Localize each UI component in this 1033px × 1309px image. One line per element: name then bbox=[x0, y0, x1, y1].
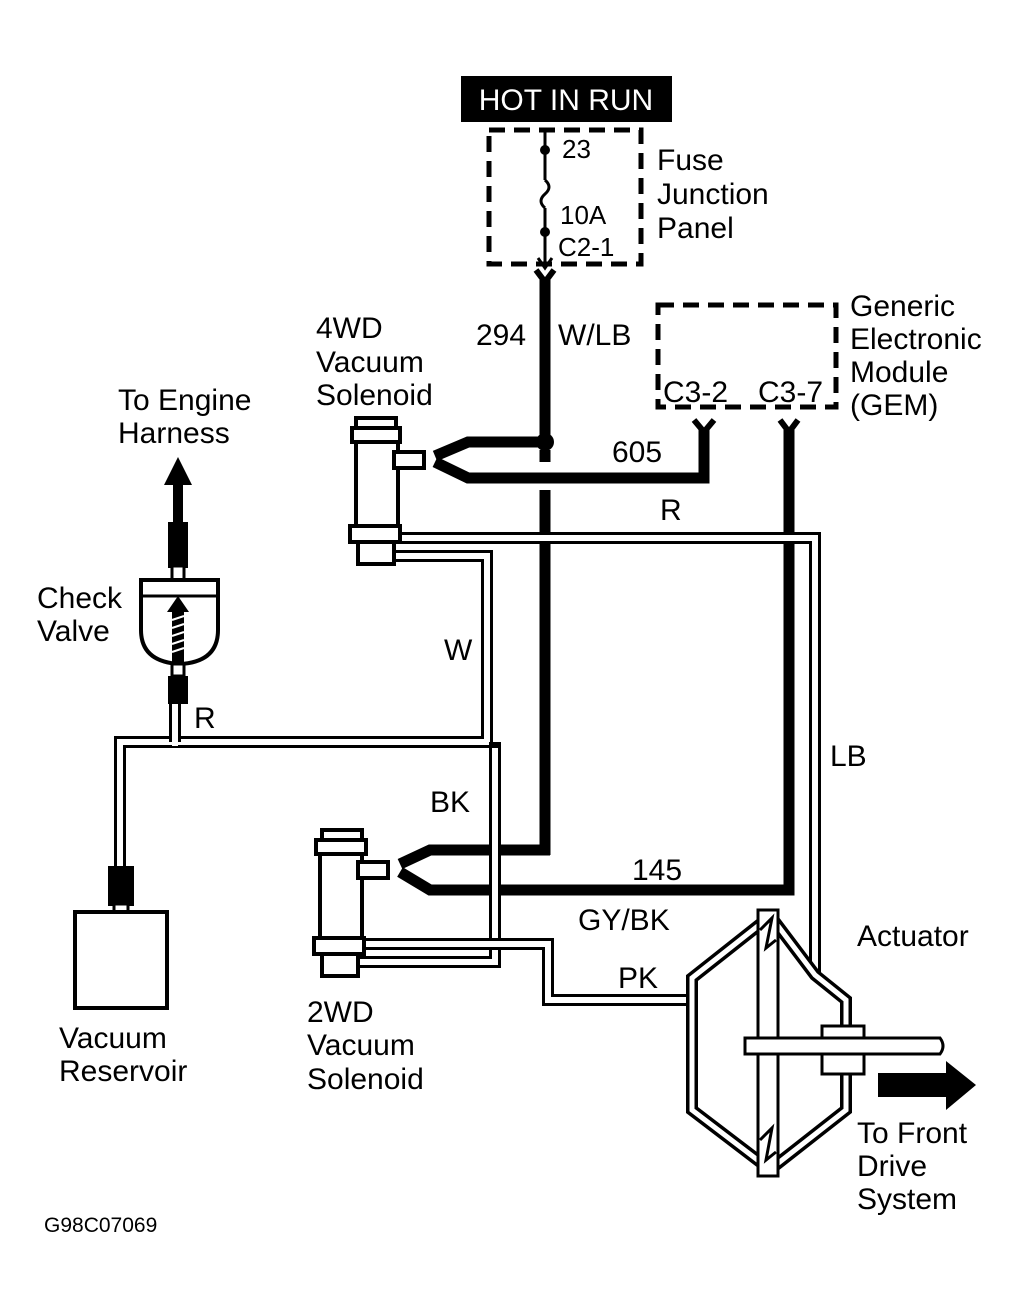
fuse-number: 23 bbox=[562, 134, 591, 164]
circuit-605-number: 605 bbox=[612, 436, 662, 469]
actuator-label: Actuator bbox=[857, 920, 969, 953]
reservoir-label-2: Reservoir bbox=[59, 1055, 187, 1088]
fuse-symbol bbox=[536, 130, 554, 271]
up-arrow-icon bbox=[164, 457, 192, 582]
gem-label-4: (GEM) bbox=[850, 389, 938, 422]
gem-module-box bbox=[655, 302, 839, 410]
engine-harness-label-1: To Engine bbox=[118, 384, 251, 417]
circuit-294-number: 294 bbox=[476, 319, 526, 352]
fuse-rating: 10A bbox=[560, 200, 607, 230]
gem-label-3: Module bbox=[850, 356, 948, 389]
hose-label-light-blue: LB bbox=[830, 740, 867, 773]
wire-2wd-b bbox=[397, 867, 500, 896]
splice-dot bbox=[536, 433, 554, 451]
hose-pink bbox=[360, 938, 692, 1006]
hose-label-black: BK bbox=[430, 786, 470, 819]
gem-label-2: Electronic bbox=[850, 323, 982, 356]
front-drive-label-2: Drive bbox=[857, 1150, 927, 1183]
solenoid-2wd-label-3: Solenoid bbox=[307, 1063, 424, 1096]
fuse-panel-label-1: Fuse bbox=[657, 144, 724, 177]
hose-label-white: W bbox=[444, 634, 473, 667]
hose-label-red-top: R bbox=[660, 494, 682, 527]
hose-white bbox=[114, 550, 493, 870]
fuse-panel-label-2: Junction bbox=[657, 178, 769, 211]
solenoid-2wd-label-2: Vacuum bbox=[307, 1029, 415, 1062]
vacuum-reservoir-icon bbox=[73, 866, 169, 1010]
circuit-145-color: GY/BK bbox=[578, 904, 670, 937]
front-drive-label-1: To Front bbox=[857, 1117, 968, 1150]
reservoir-label-1: Vacuum bbox=[59, 1022, 167, 1055]
fuse-connector: C2-1 bbox=[558, 232, 614, 262]
hose-red-top bbox=[395, 532, 821, 975]
wire-2wd-a bbox=[397, 844, 500, 869]
actuator-icon bbox=[686, 908, 945, 1178]
gem-pin-c3-7: C3-7 bbox=[758, 376, 823, 409]
hose-label-pink: PK bbox=[618, 962, 658, 995]
check-valve-label-2: Valve bbox=[37, 615, 110, 648]
gem-label-1: Generic bbox=[850, 290, 955, 323]
fuse-panel-label-3: Panel bbox=[657, 212, 734, 245]
figure-id: G98C07069 bbox=[44, 1214, 157, 1237]
hose-black bbox=[360, 742, 501, 968]
gem-pin-c3-2: C3-2 bbox=[663, 376, 728, 409]
solenoid-2wd-icon bbox=[312, 828, 390, 978]
circuit-294-color: W/LB bbox=[558, 319, 631, 352]
fuse-junction-panel-box bbox=[486, 127, 644, 267]
engine-harness-label-2: Harness bbox=[118, 417, 230, 450]
wire-294-to-4wd bbox=[432, 436, 540, 462]
solenoid-4wd-label-3: Solenoid bbox=[316, 379, 433, 412]
hot-in-run-label: HOT IN RUN bbox=[479, 84, 653, 117]
solenoid-2wd-label-1: 2WD bbox=[307, 996, 374, 1029]
check-valve-icon bbox=[139, 578, 220, 704]
solenoid-4wd-icon bbox=[348, 416, 426, 566]
check-valve-label-1: Check bbox=[37, 582, 123, 615]
solenoid-4wd-label-2: Vacuum bbox=[316, 346, 424, 379]
circuit-145-number: 145 bbox=[632, 854, 682, 887]
solenoid-4wd-label-1: 4WD bbox=[316, 312, 383, 345]
right-arrow-icon bbox=[878, 1061, 976, 1110]
front-drive-label-3: System bbox=[857, 1183, 957, 1216]
hose-label-red-left: R bbox=[194, 702, 216, 735]
wire-605 bbox=[432, 430, 710, 484]
wire-145 bbox=[495, 430, 795, 896]
hot-in-run-badge bbox=[461, 76, 672, 122]
